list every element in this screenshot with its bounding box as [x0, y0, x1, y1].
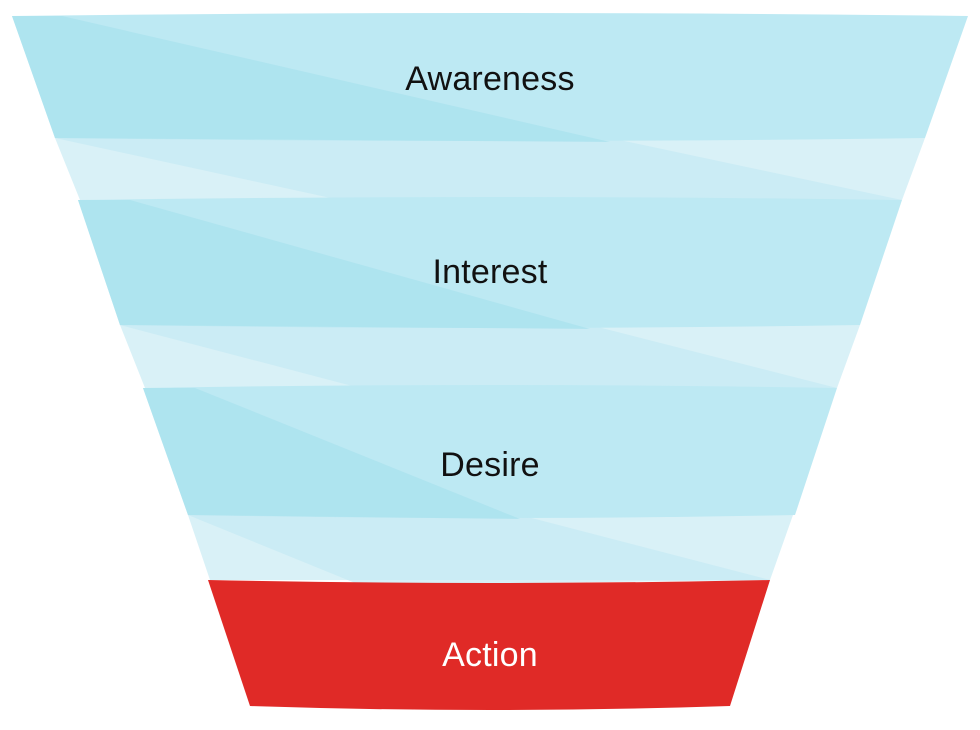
stage-action: Action — [208, 580, 770, 710]
stage-desire: Desire — [143, 385, 837, 519]
stage-action-label: Action — [442, 636, 538, 674]
connectors — [55, 138, 925, 585]
connector-awareness-interest-shade — [55, 138, 902, 200]
stage-awareness: Awareness — [12, 13, 968, 142]
stage-interest-label: Interest — [433, 253, 548, 291]
stage-awareness-label: Awareness — [405, 60, 574, 98]
stage-awareness-band-shade — [12, 16, 610, 142]
stage-interest: Interest — [78, 197, 902, 329]
stage-desire-band-shade — [143, 388, 520, 519]
stage-desire-label: Desire — [440, 446, 539, 484]
connector-interest-desire-shade — [120, 325, 837, 388]
stage-interest-band-shade — [78, 200, 590, 329]
stage-action-band — [208, 580, 770, 710]
connector-desire-action-shade — [188, 515, 770, 585]
